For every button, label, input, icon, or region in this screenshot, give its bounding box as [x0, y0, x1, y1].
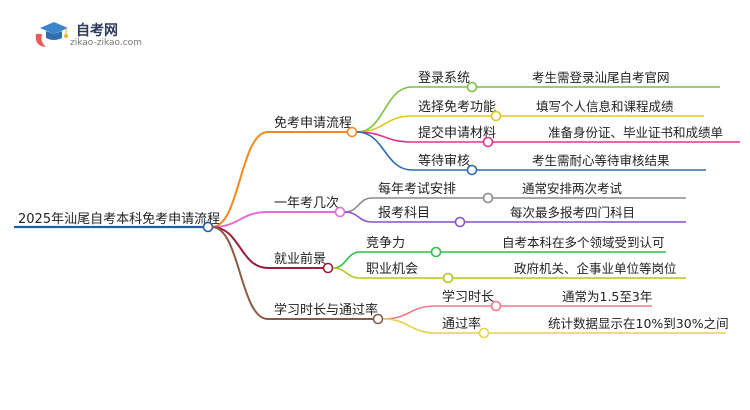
brand-name: 自考网	[76, 23, 118, 39]
child-topic: 提交申请材料	[418, 125, 496, 141]
child-node[interactable]	[454, 216, 466, 228]
leaf-topic: 填写个人信息和课程成绩	[536, 99, 674, 114]
child-node[interactable]	[442, 272, 454, 284]
child-node[interactable]	[490, 110, 502, 122]
branch-topic: 免考申请流程	[274, 116, 352, 131]
child-topic: 竞争力	[366, 235, 405, 251]
root-node[interactable]	[202, 221, 214, 233]
branch-connector	[211, 131, 269, 228]
child-topic: 选择免考功能	[418, 100, 496, 115]
branch-node[interactable]	[334, 206, 346, 218]
child-connector	[382, 305, 437, 320]
child-topic: 通过率	[442, 316, 481, 332]
branch-node[interactable]	[372, 313, 384, 325]
child-node[interactable]	[466, 81, 478, 93]
leaf-topic: 自考本科在多个领域受到认可	[502, 235, 665, 250]
child-connector	[344, 211, 373, 223]
child-node[interactable]	[490, 300, 502, 312]
child-node[interactable]	[478, 327, 490, 339]
child-topic: 每年考试安排	[378, 181, 456, 197]
child-topic: 职业机会	[366, 262, 418, 277]
leaf-topic: 通常安排两次考试	[522, 181, 623, 196]
child-connector	[332, 251, 361, 269]
branch-connector	[211, 226, 269, 269]
child-topic: 登录系统	[418, 71, 470, 86]
leaf-topic: 政府机关、企事业单位等岗位	[514, 261, 677, 276]
child-node[interactable]	[482, 136, 494, 148]
site-logo[interactable]: 自考网 zikao-zikao.com	[30, 16, 190, 52]
leaf-topic: 准备身份证、毕业证书和成绩单	[548, 125, 723, 140]
leaf-topic: 考生需登录汕尾自考官网	[532, 70, 670, 85]
graduation-cap-icon	[35, 22, 68, 47]
branch-node[interactable]	[346, 126, 358, 138]
child-topic: 报考科目	[378, 206, 430, 221]
branch-connector	[211, 226, 269, 320]
root-topic: 2025年汕尾自考本科免考申请流程	[18, 212, 220, 227]
branch-connector	[211, 211, 269, 228]
brand-url: zikao-zikao.com	[70, 38, 142, 48]
child-topic: 学习时长	[442, 289, 494, 305]
branch-topic: 就业前景	[274, 251, 326, 267]
branch-node[interactable]	[322, 262, 334, 274]
branch-topic: 一年考几次	[274, 195, 339, 211]
leaf-topic: 每次最多报考四门科目	[510, 205, 635, 220]
child-node[interactable]	[430, 246, 442, 258]
child-node[interactable]	[482, 192, 494, 204]
branch-topic: 学习时长与通过率	[274, 302, 378, 318]
child-connector	[344, 197, 373, 213]
child-node[interactable]	[466, 164, 478, 176]
leaf-topic: 考生需耐心等待审核结果	[532, 153, 670, 168]
child-connector	[382, 318, 437, 334]
child-connector	[356, 131, 413, 171]
child-connector	[356, 86, 413, 133]
leaf-topic: 通常为1.5至3年	[562, 289, 652, 304]
leaf-topic: 统计数据显示在10%到30%之间	[548, 316, 729, 331]
child-topic: 等待审核	[418, 153, 470, 169]
child-connector	[332, 267, 361, 279]
